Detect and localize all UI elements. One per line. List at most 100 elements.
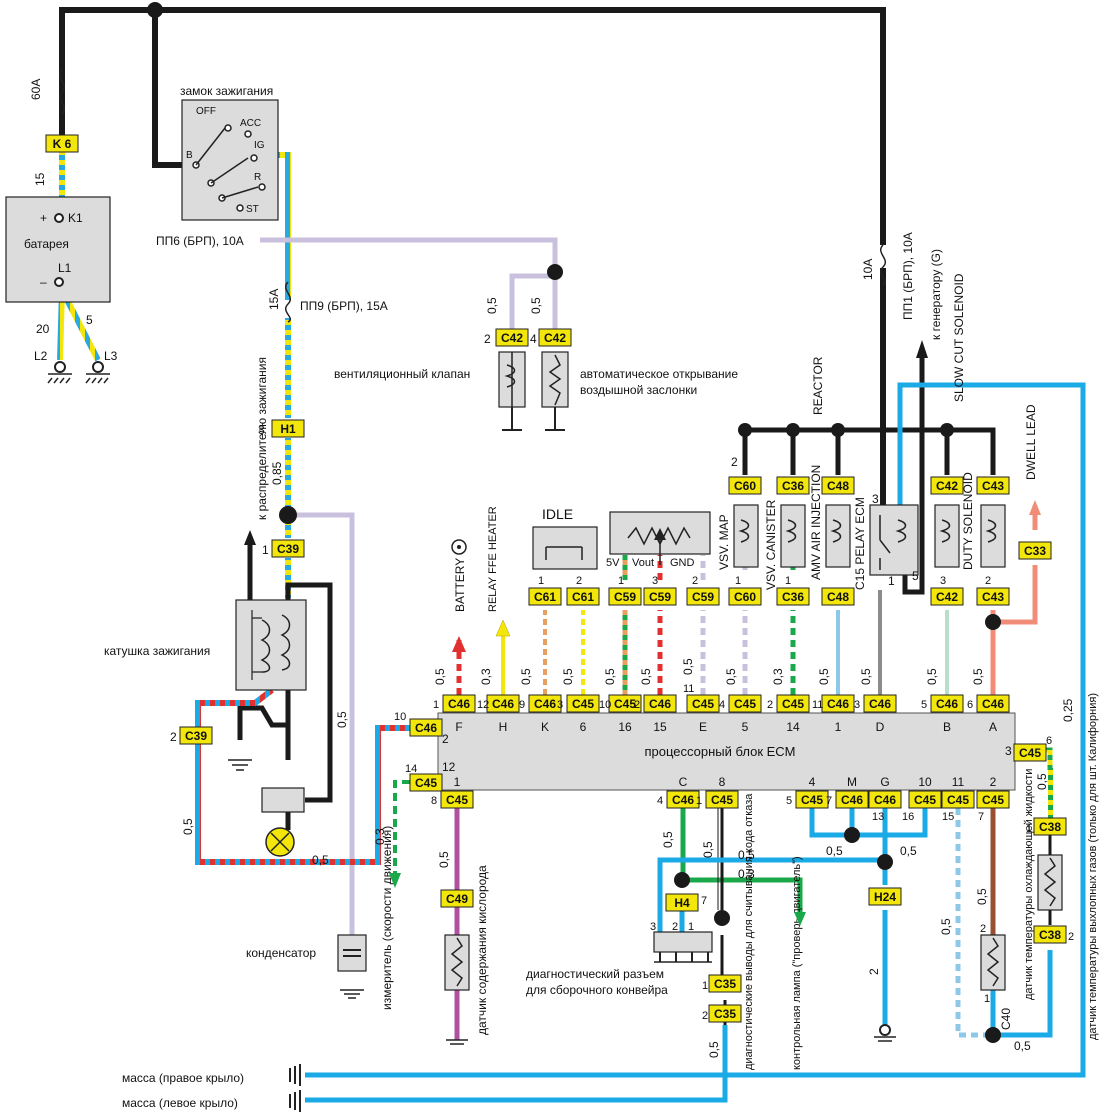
svg-text:16: 16 xyxy=(902,811,914,823)
top-signal-labels: BATTERY RELAY FFE HEATER xyxy=(451,506,511,652)
svg-text:11: 11 xyxy=(683,683,694,695)
svg-text:C59: C59 xyxy=(649,590,671,604)
svg-text:C59: C59 xyxy=(692,590,714,604)
check-engine-label: контрольная лампа ("проверь двигатель") xyxy=(791,856,803,1070)
svg-text:1: 1 xyxy=(888,574,895,588)
b-label: B xyxy=(186,150,193,161)
ignition-coil: катушка зажигания xyxy=(104,599,307,691)
svg-text:C40: C40 xyxy=(999,1008,1013,1030)
h1-label: H1 xyxy=(280,422,296,436)
relays: 2 C60 VSV. MAP C36 VSV. CANISTER C48 AMV… xyxy=(717,455,1052,590)
to-distributor-label: к распределителю зажигания xyxy=(255,357,269,520)
svg-text:0,25: 0,25 xyxy=(1061,698,1075,722)
svg-text:0,5: 0,5 xyxy=(1014,1039,1031,1053)
ecm-top-connector-label: C45 xyxy=(572,697,594,711)
svg-text:6: 6 xyxy=(1046,735,1052,747)
fuse-pp1: 10А ПП1 (БРП), 10А xyxy=(861,232,915,320)
coolant-label: датчик температуры охлаждающей жидкости xyxy=(1023,769,1035,1000)
svg-text:15: 15 xyxy=(942,811,954,823)
diag-connector: H4 7 3 2 1 диагностический разъем для сб… xyxy=(526,893,713,997)
ecm-top-pin: 6 xyxy=(580,720,587,734)
dwell-label: DWELL LEAD xyxy=(1024,404,1038,480)
svg-text:3: 3 xyxy=(258,423,265,437)
off-label: OFF xyxy=(196,106,216,117)
ecm-bottom-connector-label: C45 xyxy=(446,793,468,807)
svg-text:C46: C46 xyxy=(415,721,437,735)
auto-choke-label-2: воздышной заслонки xyxy=(580,383,697,397)
ecm-bottom-connector-label: C46 xyxy=(672,793,694,807)
ig-label: IG xyxy=(254,140,265,151)
c15-label: C15 PELAY ECM xyxy=(853,497,867,590)
svg-text:3: 3 xyxy=(652,575,658,587)
svg-text:0,5: 0,5 xyxy=(561,668,575,685)
svg-text:0,5: 0,5 xyxy=(826,844,843,858)
svg-text:0,3: 0,3 xyxy=(479,668,493,685)
svg-text:0,3: 0,3 xyxy=(373,828,387,845)
ecm-label: процессорный блок ECM xyxy=(644,744,795,759)
fuse-60a: 60A xyxy=(29,69,65,115)
ecm-top-pin-number: 11 xyxy=(812,699,823,711)
junctions xyxy=(147,2,1001,1043)
svg-text:3: 3 xyxy=(650,921,656,933)
battery-label: батарея xyxy=(24,237,69,251)
svg-text:1: 1 xyxy=(735,575,741,587)
svg-text:2: 2 xyxy=(170,730,177,744)
c35-connectors: C35 1 C35 2 0,5 xyxy=(702,974,742,1058)
vent-valve-label: вентиляционный клапан xyxy=(334,367,470,381)
svg-text:2: 2 xyxy=(702,1010,708,1022)
svg-text:Vout: Vout xyxy=(632,557,654,569)
svg-text:2: 2 xyxy=(1068,931,1074,943)
svg-text:0,5: 0,5 xyxy=(181,818,195,835)
idle-label: IDLE xyxy=(542,506,573,522)
idle-switch: IDLE xyxy=(532,506,598,570)
ecm-bottom-pin: 2 xyxy=(990,775,997,789)
coil-label: катушка зажигания xyxy=(104,644,210,658)
svg-text:14: 14 xyxy=(405,763,417,775)
svg-text:C48: C48 xyxy=(827,590,849,604)
ecm-bottom-connector-label: C45 xyxy=(947,793,969,807)
k6-label: K 6 xyxy=(53,137,72,151)
svg-text:0,5: 0,5 xyxy=(738,848,755,862)
svg-text:1: 1 xyxy=(262,543,269,557)
svg-text:1: 1 xyxy=(1026,823,1032,835)
svg-text:0,5: 0,5 xyxy=(519,668,533,685)
exhaust-label: датчик температуры выхлопных газов (толь… xyxy=(1087,693,1099,1040)
svg-text:C42: C42 xyxy=(501,331,523,345)
svg-text:C61: C61 xyxy=(534,590,556,604)
diag-connector-label-1: диагностический разъем xyxy=(526,967,664,981)
w085-label: 0,85 xyxy=(270,461,284,485)
svg-text:C49: C49 xyxy=(446,892,468,906)
svg-text:2: 2 xyxy=(484,332,491,346)
w5-label: 5 xyxy=(86,313,93,327)
svg-text:2: 2 xyxy=(731,455,738,469)
ecm-top-connector xyxy=(728,694,762,713)
svg-text:10А: 10А xyxy=(861,259,875,280)
ecm-bottom-connector xyxy=(705,790,739,809)
ground-l2: L2 xyxy=(34,349,72,384)
svg-text:C45: C45 xyxy=(1019,746,1041,760)
connector-c39-top: C39 1 xyxy=(262,539,305,558)
svg-text:C35: C35 xyxy=(714,977,736,991)
ecm-bottom-connector-label: C45 xyxy=(982,793,1004,807)
svg-text:C36: C36 xyxy=(782,479,804,493)
ecm-bottom-connector xyxy=(440,790,474,809)
ecm-top-connector-label: C46 xyxy=(448,697,470,711)
ecm-bottom-connector xyxy=(835,790,869,809)
w20-label: 20 xyxy=(36,322,50,336)
ecm-top-pin-number: 3 xyxy=(854,699,860,711)
svg-text:2: 2 xyxy=(980,923,986,935)
svg-text:C35: C35 xyxy=(714,1007,736,1021)
vsv-canister-label: VSV. CANISTER xyxy=(764,499,778,590)
ecm-top-connector xyxy=(566,694,600,713)
condenser: конденсатор xyxy=(246,934,367,999)
svg-text:3: 3 xyxy=(872,492,879,506)
ecm-bottom-pin: 10 xyxy=(918,775,932,789)
exhaust-sensor: C38 1 C38 2 0,5 0,25 датчик температуры … xyxy=(1026,693,1099,1040)
ecm-top-pin: F xyxy=(455,720,462,734)
k1-label: K1 xyxy=(68,211,83,225)
ecm-top-connector xyxy=(486,694,520,713)
auto-choke-label-1: автоматическое открывание xyxy=(580,367,738,381)
ecm-top-pin: E xyxy=(699,720,707,734)
